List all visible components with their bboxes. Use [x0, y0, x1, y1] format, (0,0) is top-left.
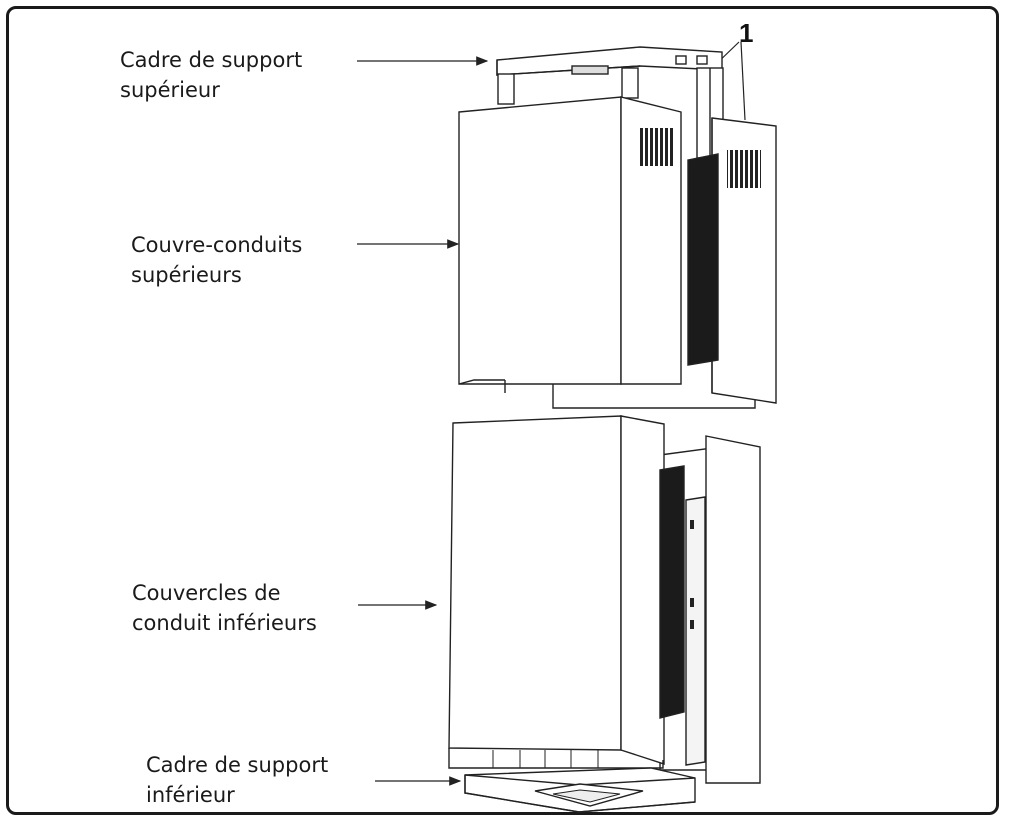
label-upper-covers: Couvre-conduits supérieurs: [131, 230, 302, 290]
lower-support-frame: [464, 767, 696, 813]
label-upper-frame-line2: supérieur: [120, 78, 220, 102]
label-lower-covers-line2: conduit inférieurs: [132, 611, 317, 635]
callout-number: 1: [739, 18, 754, 48]
label-upper-frame-line1: Cadre de support: [120, 48, 303, 72]
leader-callout-b: [740, 41, 746, 121]
label-lower-frame-line1: Cadre de support: [146, 753, 329, 777]
label-upper-covers-line2: supérieurs: [131, 263, 242, 287]
label-lower-covers-line1: Couvercles de: [132, 581, 281, 605]
upper-duct-covers: [458, 96, 777, 409]
label-lower-frame-line2: inférieur: [146, 783, 235, 807]
lower-duct-covers: [448, 415, 761, 784]
label-upper-covers-line1: Couvre-conduits: [131, 233, 303, 257]
label-lower-frame: Cadre de support inférieur: [146, 750, 328, 810]
label-lower-covers: Couvercles de conduit inférieurs: [132, 578, 317, 638]
upper-support-frame: [496, 46, 724, 159]
label-upper-frame: Cadre de support supérieur: [120, 45, 302, 105]
